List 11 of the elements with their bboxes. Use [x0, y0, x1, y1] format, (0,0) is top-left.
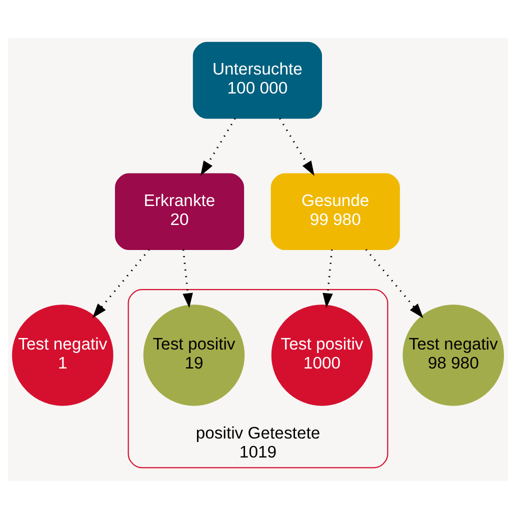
arrow: [182, 248, 193, 308]
arrow: [279, 117, 314, 176]
arrow: [200, 117, 236, 176]
node-circle: Test positiv 19: [143, 304, 245, 406]
arrow: [322, 248, 333, 308]
node-box: Gesunde 99 980: [270, 172, 400, 250]
node-box: Untersuchte 100 000: [192, 41, 322, 118]
arrow: [92, 248, 150, 318]
node-circle: Test positiv 1000: [271, 304, 373, 406]
arrow: [365, 248, 424, 318]
node-box: Erkrankte 20: [114, 172, 244, 250]
